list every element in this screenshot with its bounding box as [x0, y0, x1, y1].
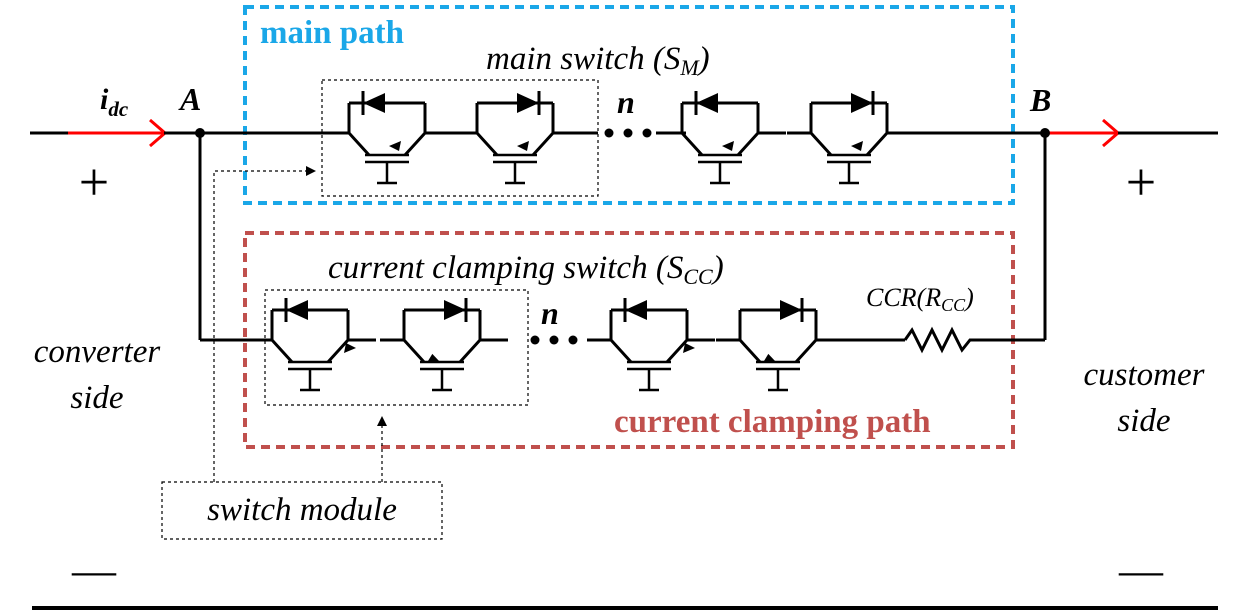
node-b-dot — [1040, 128, 1050, 138]
node-a-label: A — [178, 81, 201, 117]
converter-side-label-line1: converter — [34, 334, 161, 370]
module-pointer-main — [213, 170, 308, 482]
minus-right: — — [1118, 546, 1164, 595]
clamp-path-label: current clamping path — [614, 404, 931, 440]
plus-right: + — [1126, 152, 1156, 212]
main-path-label: main path — [260, 15, 404, 51]
module-pointer-clamp-head — [377, 416, 387, 426]
ccr-resistor — [903, 326, 990, 354]
clamp-switch-3 — [585, 296, 717, 392]
switch-module-label: switch module — [207, 492, 397, 528]
main-switch-4 — [785, 89, 917, 185]
clamp-switch-label: current clamping switch (SCC) — [328, 250, 724, 289]
n-label-main: n — [617, 84, 635, 120]
plus-left: + — [79, 152, 109, 212]
node-a-dot — [195, 128, 205, 138]
customer-side-label-line1: customer — [1084, 357, 1205, 393]
main-path-box — [243, 5, 1015, 205]
main-switch-label: main switch (SM) — [486, 41, 710, 80]
clamp-switch-2 — [378, 296, 510, 392]
main-ellipsis-dots — [604, 128, 652, 138]
n-label-clamp: n — [541, 295, 559, 331]
node-b-label: B — [1029, 82, 1051, 118]
idc-label: idc — [100, 83, 129, 121]
main-switch-2 — [451, 89, 583, 185]
switch-module-label-box — [161, 481, 443, 540]
clamp-ellipsis-dots — [530, 335, 578, 345]
module-pointer-main-head — [306, 166, 316, 176]
ccr-label: CCR(RCC) — [866, 283, 974, 315]
main-module-box — [321, 79, 599, 197]
main-switch-1 — [323, 89, 455, 185]
customer-side-label-line2: side — [1117, 403, 1170, 439]
clamp-module-box — [264, 289, 529, 406]
converter-side-label-line2: side — [70, 380, 123, 416]
minus-left: — — [71, 546, 117, 595]
clamp-switch-4 — [714, 296, 846, 392]
main-switch-3 — [656, 89, 788, 185]
clamp-switch-1 — [246, 296, 378, 392]
